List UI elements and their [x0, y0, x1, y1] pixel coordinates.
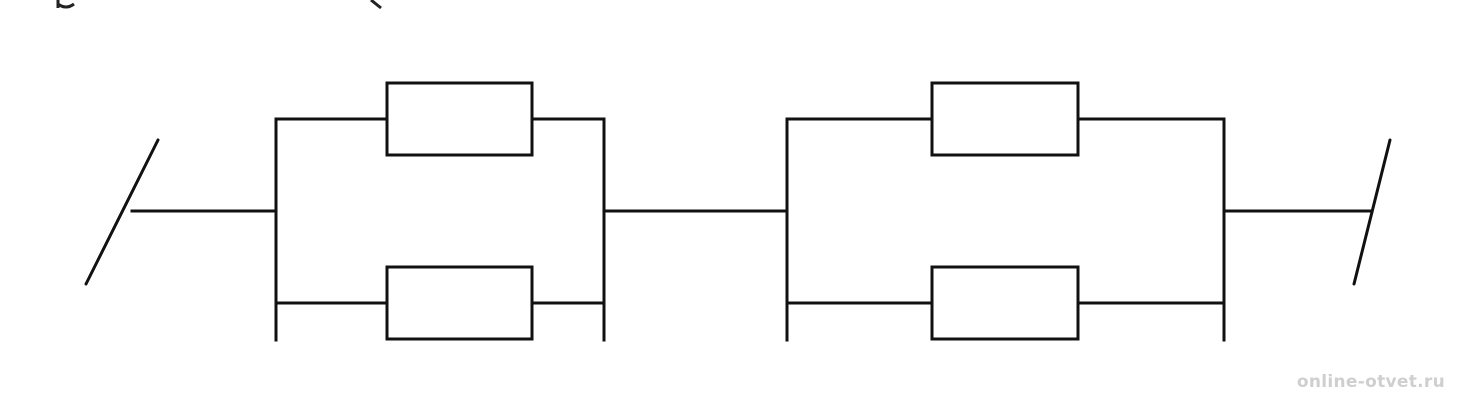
parallel-block-1 — [274, 81, 606, 342]
resistor-1-bottom — [385, 265, 534, 341]
terminal-right — [1352, 138, 1392, 286]
cropped-text-fragment — [56, 0, 382, 10]
resistor-2-top — [930, 81, 1080, 157]
watermark: online-otvet.ru — [1296, 372, 1445, 392]
resistor-1-top — [385, 81, 534, 157]
terminal-left — [84, 138, 160, 286]
resistor-2-bottom — [930, 265, 1080, 341]
parallel-block-2 — [785, 81, 1226, 342]
